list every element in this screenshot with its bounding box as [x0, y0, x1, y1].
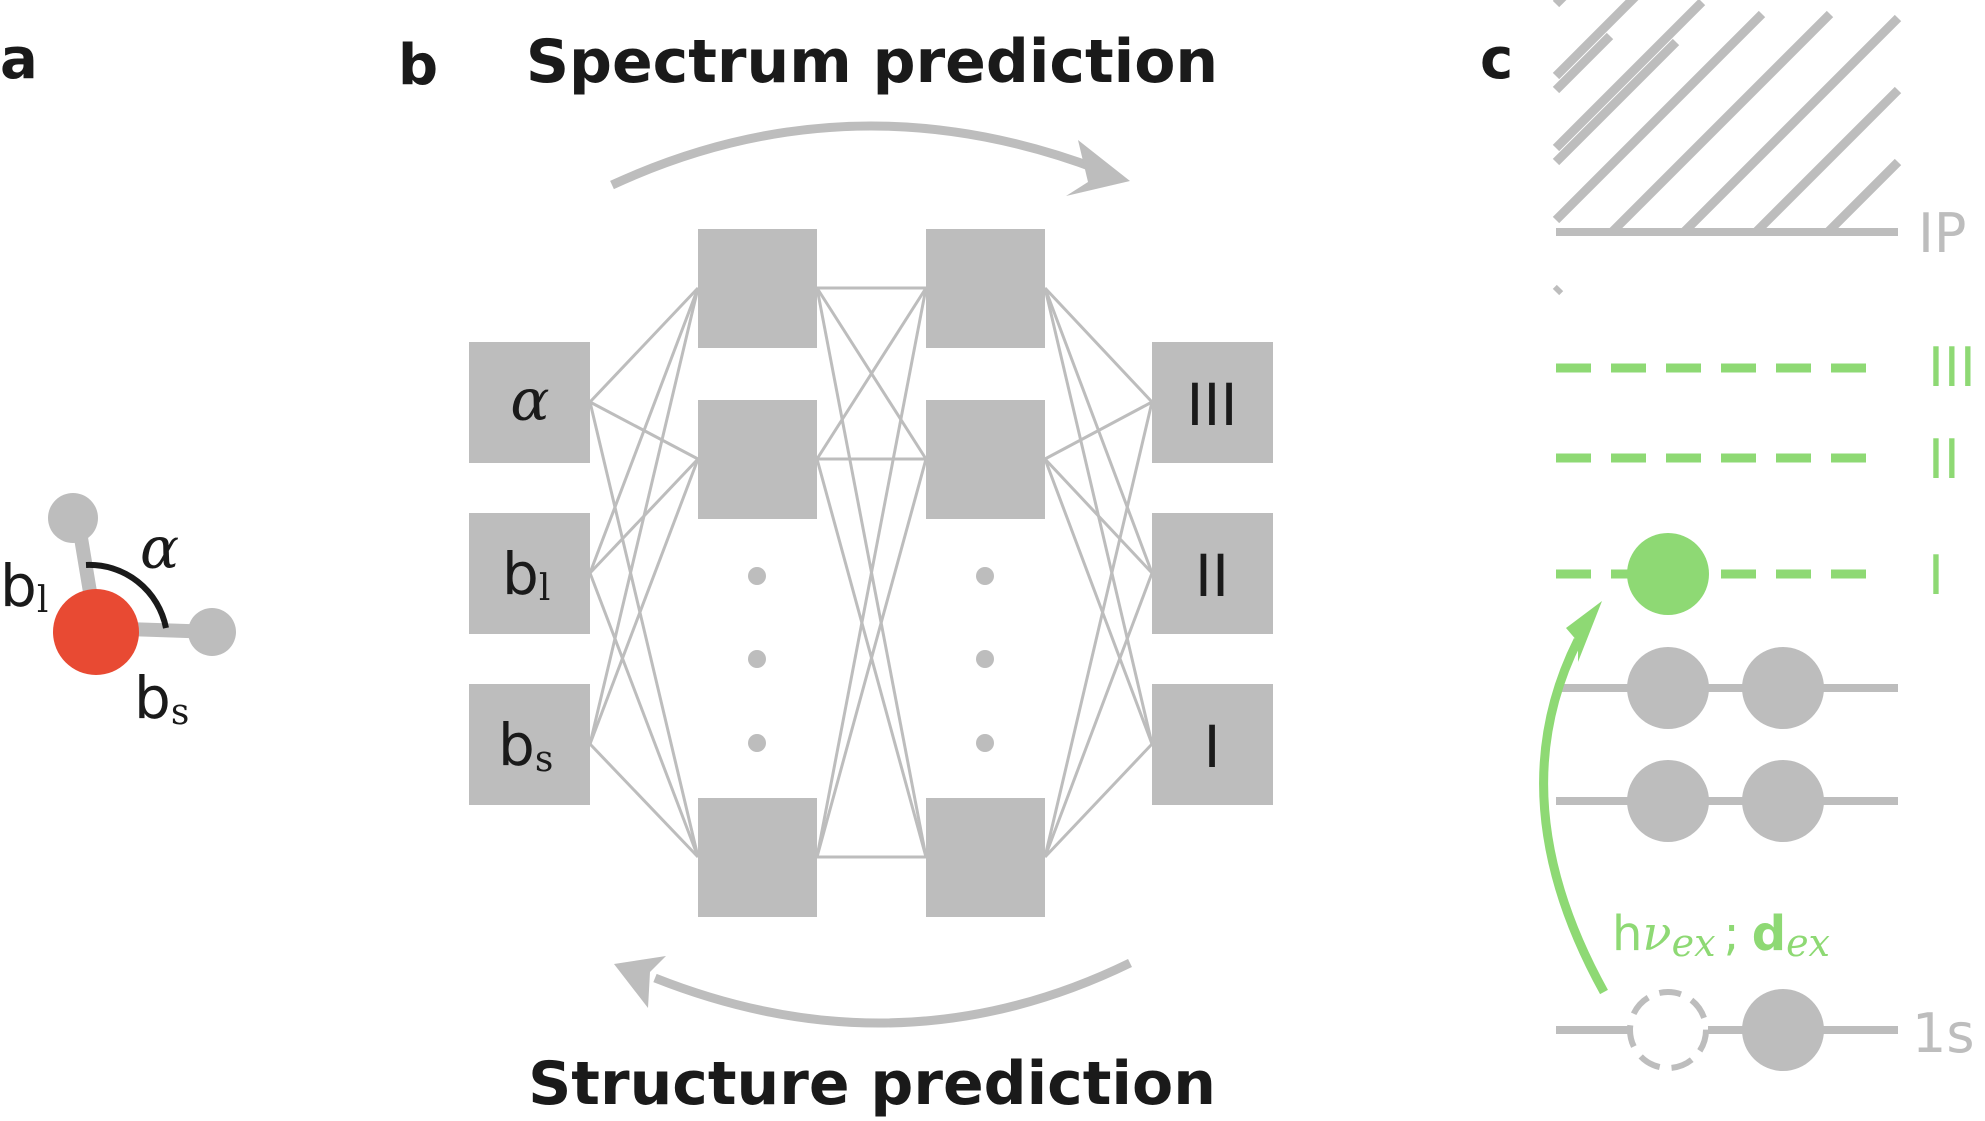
- title-spectrum-prediction: Spectrum prediction: [526, 27, 1218, 97]
- network-edge: [588, 401, 700, 858]
- electron: [1742, 760, 1824, 842]
- input-label-bs: bs: [498, 711, 553, 780]
- network-edge: [588, 287, 700, 574]
- core-hole: [1627, 989, 1709, 1071]
- excitation-arrow-line: [1539, 637, 1608, 995]
- network-edge: [588, 458, 700, 745]
- output-node-iii: [1152, 342, 1273, 463]
- hidden1-node-2: [698, 400, 817, 519]
- output-node-i: [1152, 684, 1273, 805]
- excited-electron: [1627, 533, 1709, 615]
- bond-long-label: bl: [0, 552, 48, 621]
- angle-arc: [85, 561, 169, 629]
- ellipsis-dot: [748, 734, 766, 752]
- title-structure-prediction: Structure prediction: [528, 1049, 1216, 1119]
- transition-label: hνex;dex: [1612, 906, 1830, 965]
- ellipsis-dot: [976, 734, 994, 752]
- hidden2-node-1: [926, 229, 1045, 348]
- hidden2-node-2: [926, 400, 1045, 519]
- network-connections: [588, 286, 1154, 859]
- ip-label: IP: [1918, 202, 1967, 265]
- network-edge: [588, 742, 700, 859]
- bond-short-label: bs: [134, 664, 189, 733]
- ellipsis-dot: [748, 567, 766, 585]
- panel-label-a: a: [0, 27, 38, 92]
- hydrogen-atom-2: [188, 608, 236, 656]
- network-edge: [1043, 457, 1154, 575]
- network-edge: [815, 287, 928, 858]
- network-edge: [588, 286, 700, 404]
- input-node-bs: [469, 684, 590, 805]
- ellipsis-dot: [976, 650, 994, 668]
- network-edge: [588, 287, 700, 745]
- excitation-arrow-head: [1566, 601, 1602, 662]
- electron: [1627, 647, 1709, 729]
- panel-label-c: c: [1480, 27, 1513, 92]
- input-label-alpha: α: [510, 366, 549, 434]
- electron: [1627, 760, 1709, 842]
- level-label-i: I: [1928, 544, 1944, 607]
- electron: [1742, 647, 1824, 729]
- hidden1-node-n: [698, 798, 817, 917]
- level-label-ii: II: [1928, 428, 1960, 491]
- core-electron: [1742, 989, 1824, 1071]
- network-edge: [1043, 401, 1154, 858]
- network-edge: [815, 458, 928, 858]
- central-atom: [53, 589, 139, 675]
- output-label-ii: II: [1195, 542, 1229, 610]
- level-label-iii: III: [1928, 336, 1976, 399]
- hidden1-node-1: [698, 229, 817, 348]
- forward-arrow-head: [1066, 140, 1130, 196]
- energy-level-diagram: IP III II I 1s hνex;dex: [1539, 0, 1976, 1071]
- network-edge: [815, 287, 928, 460]
- panel-label-b: b: [398, 33, 438, 98]
- core-level-label: 1s: [1912, 1002, 1975, 1065]
- output-label-i: I: [1203, 713, 1220, 781]
- network-edge: [1043, 458, 1154, 745]
- ellipsis-dot: [976, 567, 994, 585]
- network-edge: [1043, 742, 1154, 859]
- network-edge: [588, 572, 700, 858]
- forward-arrow-line: [610, 121, 1102, 190]
- hidden2-node-n: [926, 798, 1045, 917]
- network-edge: [1044, 400, 1153, 461]
- output-label-iii: III: [1186, 371, 1237, 439]
- hydrogen-atom-1: [48, 493, 98, 543]
- network-nodes: [469, 229, 1273, 917]
- ellipsis-dot: [748, 650, 766, 668]
- backward-arrow-head: [614, 956, 666, 1008]
- continuum-hatching: [1552, 0, 1902, 296]
- network-edge: [1043, 572, 1154, 858]
- network-edge: [1043, 286, 1154, 404]
- backward-arrow-line: [653, 958, 1132, 1028]
- molecule-diagram: α bl bs: [0, 493, 236, 733]
- input-node-bl: [469, 513, 590, 634]
- output-node-ii: [1152, 513, 1273, 634]
- angle-label: α: [140, 514, 179, 582]
- input-node-alpha: [469, 342, 590, 463]
- input-label-bl: bl: [502, 540, 550, 609]
